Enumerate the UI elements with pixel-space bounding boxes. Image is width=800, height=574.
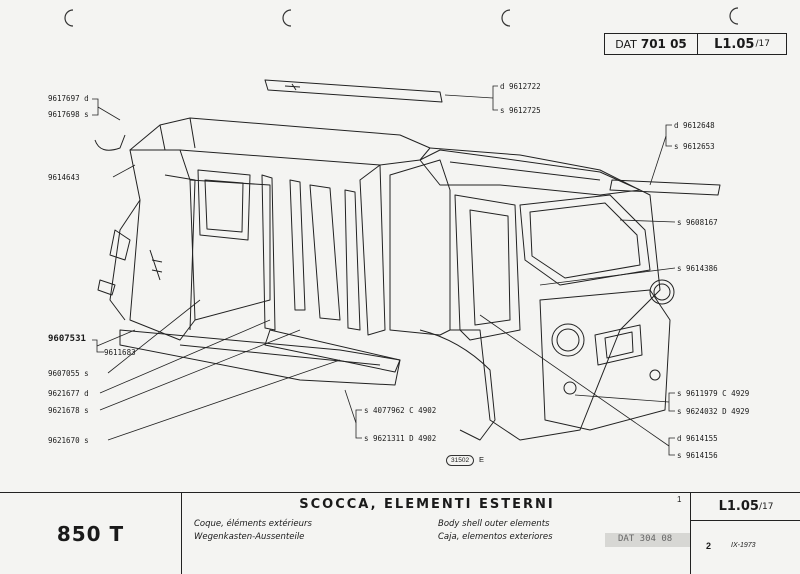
figure-letter: E <box>479 455 485 464</box>
callout-label: 9607531 <box>48 334 86 344</box>
callout-label: s 9612653 <box>674 142 715 151</box>
page-ref-sub: /17 <box>755 39 770 49</box>
callout-label: s 4077962 C 4902 <box>364 406 437 415</box>
footer-ref-cell: L1.05/17 <box>690 493 800 574</box>
page-ref-main: L1.05 <box>714 36 755 52</box>
dat-cell: DAT 701 05 <box>605 34 698 54</box>
callout-label: s 9612725 <box>500 106 541 115</box>
binder-hole-marks <box>64 7 739 27</box>
callout-label: s 9614386 <box>677 264 718 273</box>
callout-label: s 9614156 <box>677 451 718 460</box>
callout-label: s 9624032 D 4929 <box>677 407 750 416</box>
callout-leader-lines <box>92 85 676 456</box>
callout-label: s 9611979 C 4929 <box>677 389 750 398</box>
footer-mid-column: 1 <box>605 493 690 574</box>
stamp-band <box>605 533 691 547</box>
column-mark: 1 <box>677 495 682 504</box>
callout-label: 9611683 <box>104 348 136 357</box>
callout-label: 9614643 <box>48 173 80 182</box>
van-body-drawing <box>94 79 721 441</box>
issue-date: IX-1973 <box>731 542 756 549</box>
catalog-footer: 850 T SCOCCA, ELEMENTI ESTERNI Coque, él… <box>0 492 800 574</box>
page-ref-cell: L1.05/17 <box>698 34 786 54</box>
callout-label: d 9612648 <box>674 121 715 130</box>
section-title: SCOCCA, ELEMENTI ESTERNI <box>299 497 555 512</box>
title-english: Body shell outer elements <box>438 519 550 529</box>
callout-label: 9621670 s <box>48 436 89 445</box>
dat-label: DAT <box>615 37 637 51</box>
callout-label: 9607055 s <box>48 369 89 378</box>
page-number: 2 <box>706 541 712 551</box>
footer-ref-main: L1.05 <box>718 499 759 514</box>
figure-code: 31502 <box>446 455 475 466</box>
title-german: Wegenkasten-Aussenteile <box>194 532 305 542</box>
footer-page-ref: L1.05/17 <box>691 493 800 521</box>
callout-label: 9621678 s <box>48 406 89 415</box>
callout-label: s 9608167 <box>677 218 718 227</box>
callout-label: 9617697 d <box>48 94 89 103</box>
catalog-header-box: DAT 701 05 L1.05/17 <box>604 33 787 55</box>
callout-label: d 9614155 <box>677 434 718 443</box>
callout-label: 9617698 s <box>48 110 89 119</box>
title-french: Coque, éléments extérieurs <box>194 519 312 529</box>
callout-label: s 9621311 D 4902 <box>364 434 437 443</box>
dat-stamp: DAT 304 08 <box>618 534 673 544</box>
model-name: 850 T <box>0 493 182 574</box>
callout-label: d 9612722 <box>500 82 541 91</box>
dat-number: 701 05 <box>640 37 687 51</box>
footer-ref-sub: /17 <box>758 501 774 512</box>
title-spanish: Caja, elementos exteriores <box>438 532 553 542</box>
callout-label: 9621677 d <box>48 389 89 398</box>
